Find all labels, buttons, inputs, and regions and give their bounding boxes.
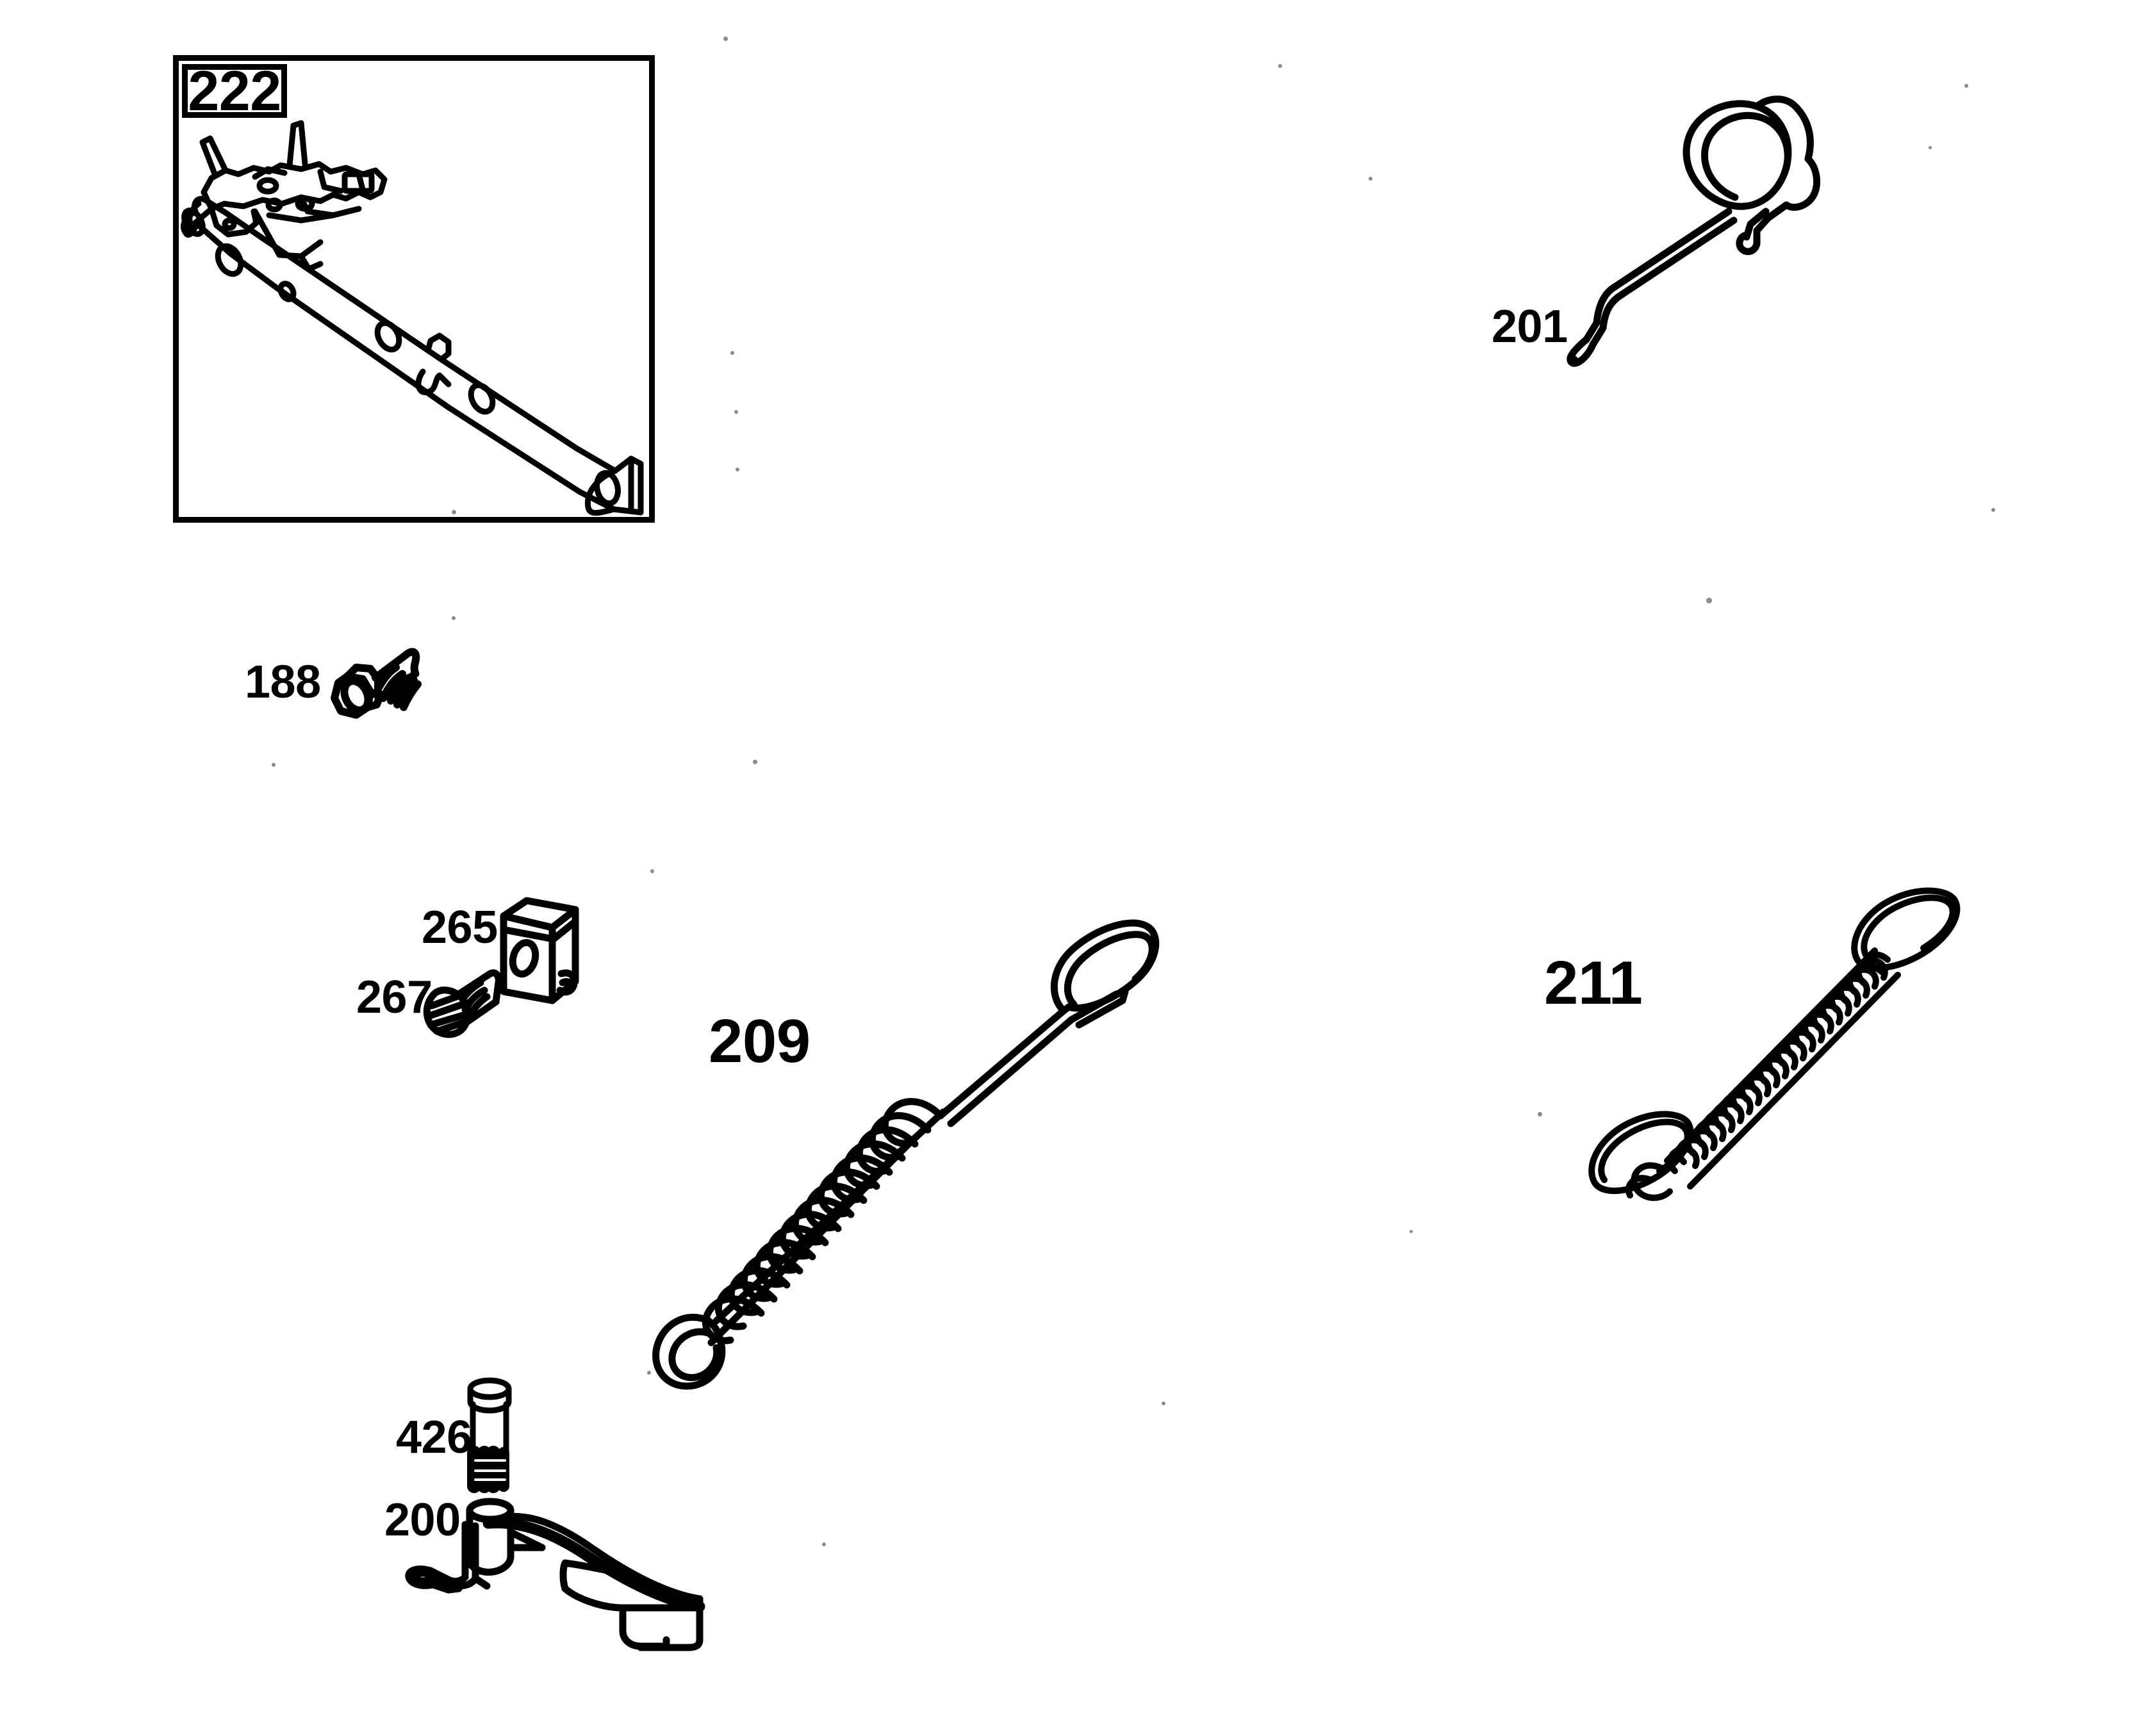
scan-speck xyxy=(1538,1112,1542,1116)
callout-201: 201 xyxy=(1492,301,1568,352)
scan-speck xyxy=(736,468,739,471)
scan-speck xyxy=(1929,146,1932,149)
scan-speck xyxy=(723,37,728,41)
scan-speck xyxy=(452,616,456,620)
inset-label-222: 222 xyxy=(188,59,281,122)
scan-speck xyxy=(272,763,276,767)
scan-speck xyxy=(1278,64,1282,68)
scan-speck xyxy=(822,1542,826,1546)
scan-speck xyxy=(1706,598,1712,603)
scan-speck xyxy=(1964,84,1968,88)
scan-speck xyxy=(1162,1402,1165,1405)
scan-speck xyxy=(730,351,734,355)
callout-426: 426 xyxy=(396,1412,472,1463)
callout-265: 265 xyxy=(422,902,498,953)
scan-speck xyxy=(452,510,456,514)
scan-speck xyxy=(647,1371,651,1375)
scan-speck xyxy=(1991,508,1995,512)
scan-speck xyxy=(650,869,654,873)
callout-200: 200 xyxy=(384,1494,461,1546)
scan-speck xyxy=(1410,1230,1413,1233)
scan-speck xyxy=(734,410,738,414)
inset-panel-222 xyxy=(173,55,655,523)
callout-188: 188 xyxy=(245,657,321,708)
inset-label-box-222: 222 xyxy=(182,59,287,122)
callout-209: 209 xyxy=(709,1007,811,1076)
callout-211: 211 xyxy=(1544,949,1643,1017)
scan-speck xyxy=(753,760,757,764)
callout-267: 267 xyxy=(356,972,432,1023)
scan-speck xyxy=(1369,177,1372,181)
